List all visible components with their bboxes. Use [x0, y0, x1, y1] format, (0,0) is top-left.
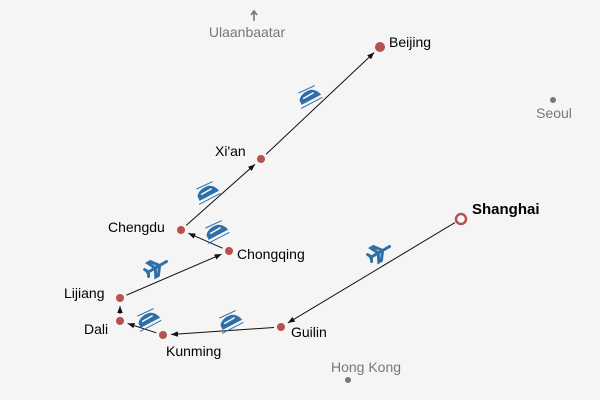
reference-label: Seoul [536, 105, 572, 121]
route-line [265, 52, 375, 155]
route-line [126, 253, 222, 296]
city-label: Kunming [166, 343, 221, 359]
city-label: Beijing [389, 34, 431, 50]
train-icon [137, 308, 162, 332]
city-marker[interactable] [375, 42, 385, 52]
route-line [287, 222, 456, 324]
route-line [170, 326, 275, 337]
reference-dot [550, 97, 556, 103]
plane-icon [143, 259, 169, 280]
city-label: Lijiang [64, 285, 104, 301]
city-label: Dali [84, 321, 108, 337]
route-line [188, 232, 223, 249]
reference-label: Hong Kong [331, 359, 401, 375]
train-icon [298, 85, 323, 109]
city-label: Chengdu [108, 219, 165, 235]
city-marker[interactable] [277, 323, 285, 331]
city-marker[interactable] [116, 294, 124, 302]
reference-label: Ulaanbaatar [209, 24, 286, 40]
train-icon [196, 181, 221, 205]
train-icon [205, 220, 230, 244]
train-icon [219, 310, 244, 334]
reference-dot [345, 377, 351, 383]
city-marker[interactable] [177, 226, 185, 234]
route-line [185, 163, 256, 226]
city-marker[interactable] [159, 331, 167, 339]
route-line [127, 322, 157, 334]
start-city-marker[interactable] [454, 212, 468, 226]
city-label: Xi'an [215, 143, 246, 159]
city-marker[interactable] [257, 155, 265, 163]
city-marker[interactable] [116, 317, 124, 325]
arrow-up-icon [250, 9, 258, 21]
city-label: Shanghai [472, 201, 540, 218]
city-marker[interactable] [225, 247, 233, 255]
city-label: Guilin [291, 324, 327, 340]
city-label: Chongqing [237, 246, 305, 262]
plane-icon [366, 244, 392, 265]
